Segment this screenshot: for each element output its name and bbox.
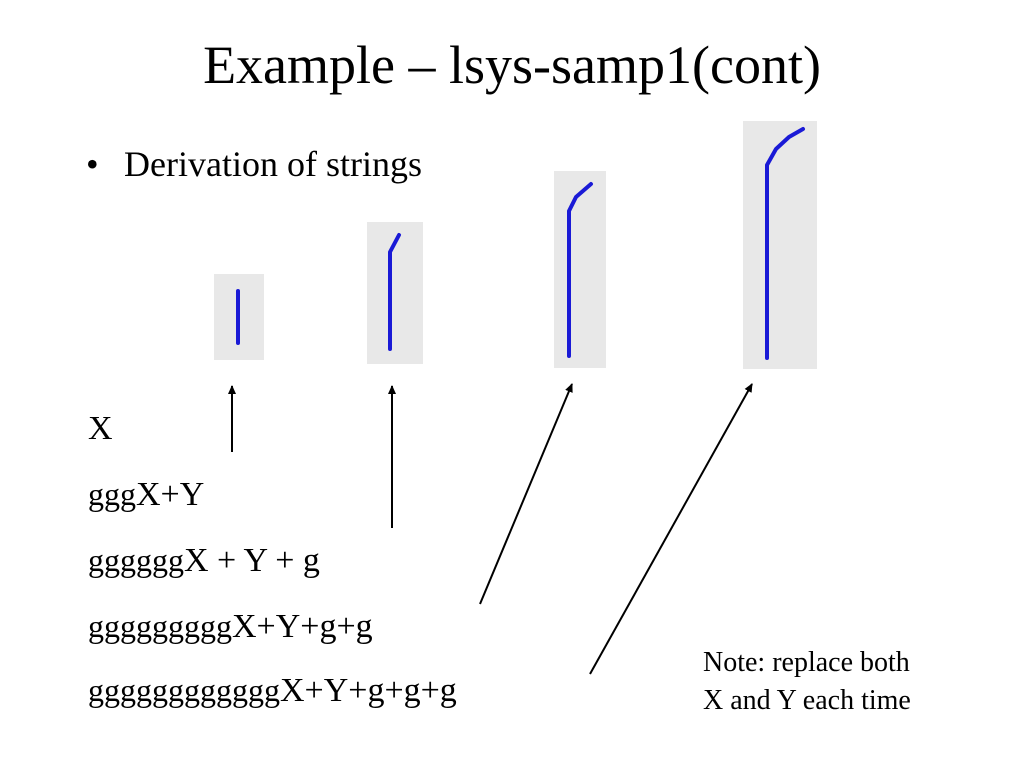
plant-stroke [765, 127, 805, 360]
derivation-line-2: gggX+Y [88, 472, 204, 517]
figure-panel [554, 171, 606, 368]
lsystem-figure-3 [554, 171, 606, 368]
derivation-rest: X+Y+g+g [232, 608, 373, 645]
derivation-rest: X+Y+g+g+g [280, 672, 457, 709]
derivation-prefix: ggggggggg [88, 608, 232, 644]
slide-title: Example – lsys-samp1(cont) [203, 35, 821, 95]
derivation-line-3: ggggggX + Y + g [88, 538, 320, 583]
plant-stroke [567, 182, 593, 358]
lsystem-figure-2 [367, 222, 423, 364]
derivation-rest: X + Y + g [184, 542, 320, 579]
bullet-marker: • [86, 144, 99, 184]
derivation-line-1: X [88, 406, 113, 451]
derivation-rest: X+Y [136, 476, 205, 513]
note-box: Note: replace both X and Y each time [703, 644, 911, 720]
derivation-prefix: gggggggggggg [88, 672, 280, 708]
figure-panel [743, 121, 817, 369]
lsystem-figure-1 [214, 274, 264, 360]
note-line-2: X and Y each time [703, 685, 911, 716]
bullet-item: • Derivation of strings [86, 140, 422, 188]
note-line-1: Note: replace both [703, 647, 910, 678]
derivation-prefix: gggggg [88, 542, 184, 578]
arrow-4 [589, 383, 753, 675]
derivation-rest: X [88, 410, 113, 447]
plant-stroke [388, 233, 401, 351]
arrow-3 [479, 383, 573, 605]
bullet-text: Derivation of strings [124, 144, 422, 184]
derivation-line-5: ggggggggggggX+Y+g+g+g [88, 668, 457, 713]
lsystem-figure-4 [743, 121, 817, 369]
derivation-line-4: gggggggggX+Y+g+g [88, 604, 373, 649]
derivation-prefix: ggg [88, 476, 136, 512]
